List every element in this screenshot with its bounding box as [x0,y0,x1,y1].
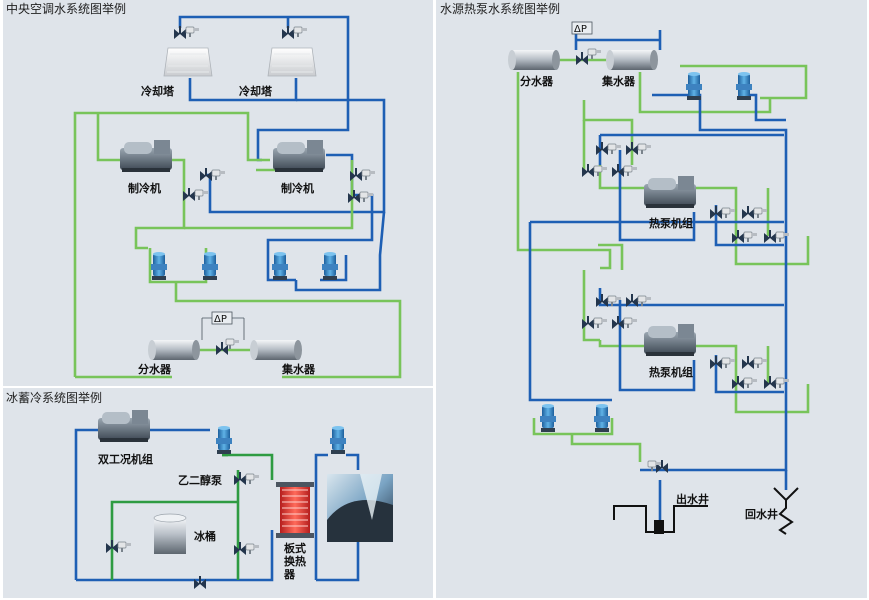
wshp-title: 水源热泵水系统图举例 [440,2,560,16]
ice-storage-pipes [74,428,360,582]
wshp-dp-label: ΔP [574,24,587,35]
plate-hx-label-1: 板式 [284,541,306,555]
chiller-icon [98,410,150,442]
chiller-label-1: 制冷机 [128,181,161,195]
ice-storage-title: 冰蓄冷系统图举例 [6,391,102,405]
water-source-hp-panel [436,0,867,598]
plate-hx-label-2: 换热 [284,554,306,568]
wshp-return-label: 集水器 [601,74,636,88]
supply-header-label: 分水器 [138,362,172,376]
plate-hx-label-3: 器 [283,568,296,581]
dp-label: ΔP [214,314,227,325]
ice-tank-label: 冰桶 [194,529,216,543]
chiller-icon [120,140,172,172]
building-photo-icon [327,474,393,542]
outlet-well-label: 出水井 [676,492,709,506]
header-tank-icon [508,50,560,70]
well-icon [773,487,799,535]
wshp-supply-label: 分水器 [520,74,554,88]
plate-heat-exchanger-icon [276,482,314,538]
heat-pump-label-2: 热泵机组 [649,365,693,379]
return-header-label: 集水器 [281,362,316,376]
cooling-tower-icon [163,47,213,77]
header-tank-icon [606,50,658,70]
dp-gauge-icon [571,21,593,35]
return-well-label: 回水井 [745,507,778,521]
cooling-tower-label-1: 冷却塔 [141,84,175,98]
chiller-label-2: 制冷机 [281,181,314,195]
header-tank-icon [250,340,302,360]
header-tank-icon [148,340,200,360]
chiller-icon [273,140,325,172]
heat-pump-label-1: 热泵机组 [649,216,693,230]
cooling-tower-icon [267,47,317,77]
chiller-icon [644,324,696,356]
central-ac-title: 中央空调水系统图举例 [6,1,126,16]
glycol-pump-label: 乙二醇泵 [178,473,222,487]
chiller-icon [644,176,696,208]
cooling-tower-label-2: 冷却塔 [239,84,273,98]
wshp-pipes [516,30,810,520]
ice-tank-icon [153,513,187,554]
well-icon [613,505,708,534]
dual-chiller-label: 双工况机组 [98,452,153,466]
